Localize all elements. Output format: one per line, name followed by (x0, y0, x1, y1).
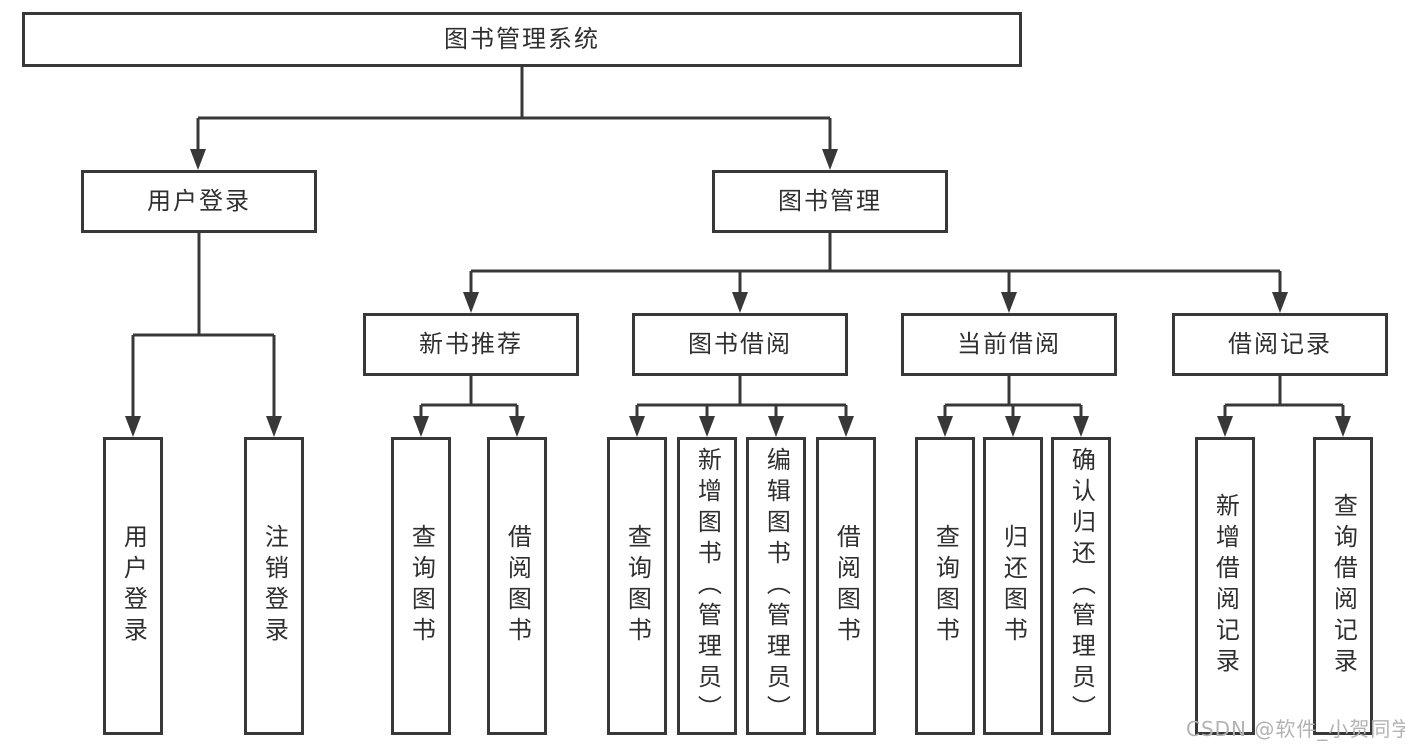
node-book-management: 图书管理 (712, 170, 948, 233)
leaf-query-books-recommend: 查询图书 (391, 437, 451, 735)
leaf-return-book: 归还图书 (983, 437, 1043, 735)
leaf-user-login: 用户登录 (103, 437, 163, 735)
leaf-confirm-return-admin: 确认归还（管理员） (1051, 437, 1111, 735)
csdn-watermark: CSDN @软件_小贺同学 (1186, 717, 1405, 741)
leaf-logout: 注销登录 (244, 437, 304, 735)
node-current-borrowing: 当前借阅 (901, 313, 1117, 376)
node-library-management-system: 图书管理系统 (22, 12, 1022, 67)
leaf-edit-book-admin: 编辑图书（管理员） (746, 437, 806, 735)
leaf-borrow-books-recommend: 借阅图书 (487, 437, 547, 735)
node-book-borrowing: 图书借阅 (632, 313, 848, 376)
leaf-query-books-current: 查询图书 (915, 437, 975, 735)
leaf-query-borrow-record: 查询借阅记录 (1313, 437, 1373, 735)
node-new-book-recommendation: 新书推荐 (363, 313, 579, 376)
leaf-add-borrow-record: 新增借阅记录 (1195, 437, 1255, 735)
node-user-login: 用户登录 (81, 170, 317, 233)
leaf-borrow-books-borrowing: 借阅图书 (816, 437, 876, 735)
node-borrowing-records: 借阅记录 (1172, 313, 1388, 376)
arrowheads (125, 149, 1351, 437)
leaf-add-book-admin: 新增图书（管理员） (677, 437, 737, 735)
leaf-query-books-borrowing: 查询图书 (607, 437, 667, 735)
